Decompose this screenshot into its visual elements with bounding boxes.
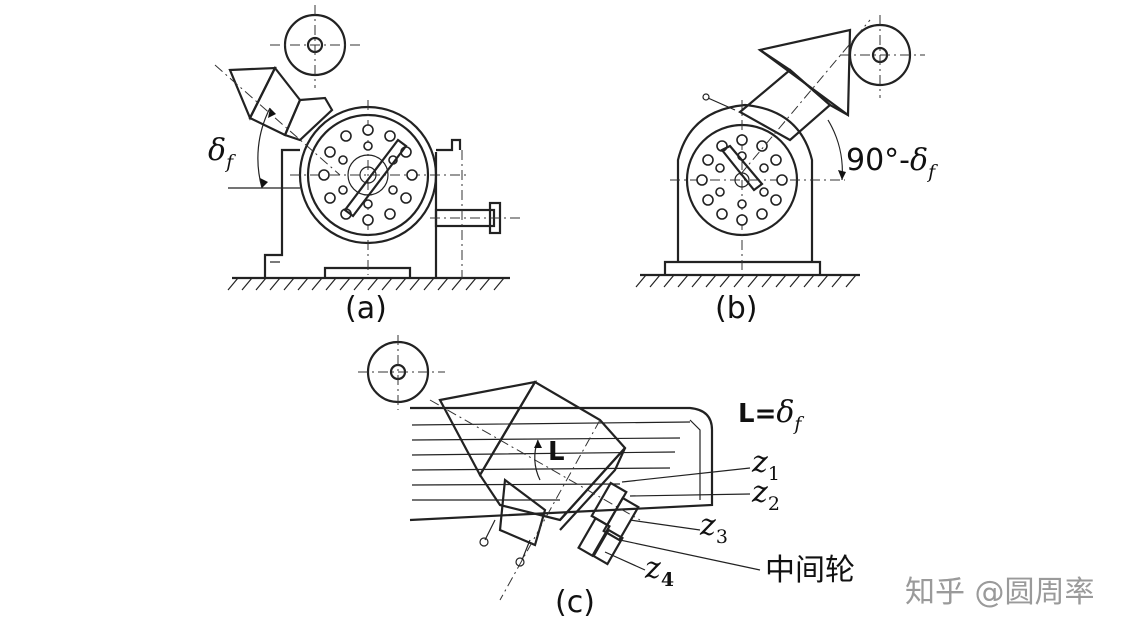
machine-table-c: [409, 406, 714, 522]
gear-z4-label: z4: [644, 551, 674, 591]
angle-indicator-a: [228, 107, 300, 189]
angle-label-b: 90°-δf: [846, 143, 938, 183]
caption-c: (c): [555, 585, 595, 620]
milling-cutter-c: [358, 335, 445, 410]
angle-l-label: L: [548, 437, 565, 467]
gear-z2-label: z2: [751, 475, 780, 515]
caption-b: (b): [715, 291, 757, 326]
bevel-gear-workpiece-b: [702, 19, 871, 176]
caption-a: (a): [345, 291, 387, 326]
base-a: [227, 148, 510, 291]
change-gears-c: [577, 481, 640, 566]
gear-z3-label: z3: [699, 508, 728, 548]
panel-a: δf (a): [208, 5, 520, 326]
base-b: [635, 103, 860, 288]
gear-leader-lines: [604, 467, 761, 571]
bevel-gear-workpiece-a: [214, 64, 341, 176]
angle-label-a: δf: [208, 133, 236, 173]
gear-z1-label: z1: [751, 445, 780, 485]
dividing-head-a: [290, 100, 520, 278]
tilted-dividing-head-c: [429, 380, 641, 601]
milling-cutter-b: [840, 15, 925, 98]
milling-cutter-a: [270, 5, 362, 88]
watermark: 知乎 @圆周率: [905, 575, 1095, 610]
equation-label-c: L=δf: [738, 395, 804, 435]
panel-c: L=δf L z1 z2 z3 z4 中间轮 (c): [358, 335, 855, 620]
angle-indicator-b: [827, 119, 846, 181]
idler-gear-label: 中间轮: [765, 553, 855, 588]
panel-b: 90°-δf (b): [635, 15, 938, 326]
dividing-head-b: [670, 100, 845, 275]
